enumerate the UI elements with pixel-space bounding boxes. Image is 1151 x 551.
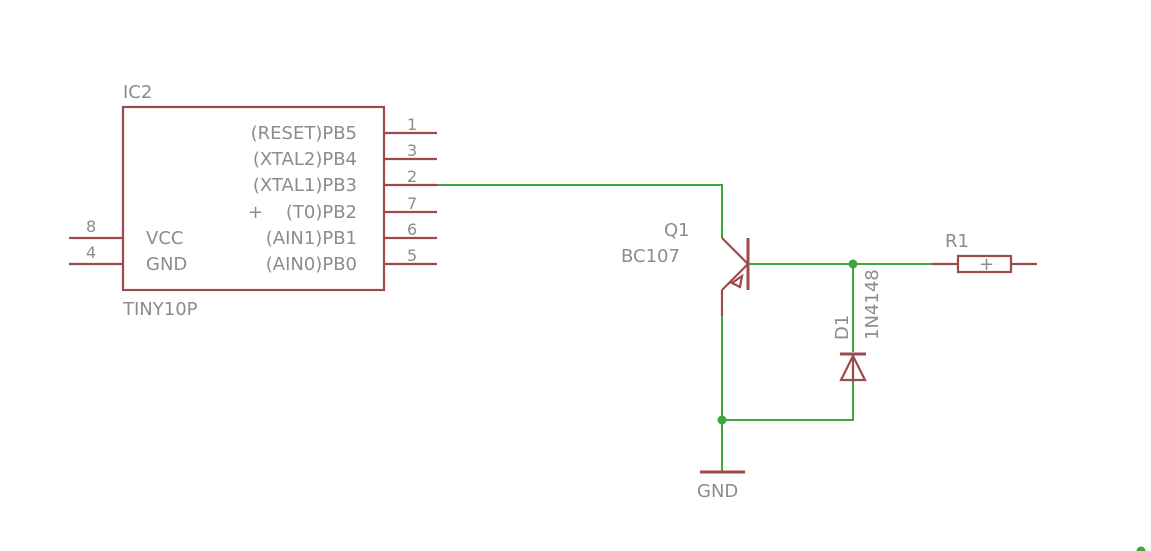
wires <box>437 184 932 472</box>
transistor-name: Q1 <box>664 220 690 241</box>
pin-number: 8 <box>86 217 96 236</box>
diode-name: D1 <box>832 315 853 340</box>
transistor-lead-upper <box>721 237 749 265</box>
gnd-label: GND <box>697 481 738 502</box>
diode-d1[interactable]: D1 1N4148 <box>832 269 883 382</box>
pin-label: (RESET)PB5 <box>251 123 357 144</box>
ic-origin-mark: + <box>248 202 263 223</box>
ic-name: IC2 <box>123 82 152 103</box>
transistor-arrow <box>729 273 744 289</box>
transistor-lead-lower <box>721 263 749 291</box>
ic-pin-pb5[interactable]: (RESET)PB5 1 <box>251 115 437 144</box>
pin-label: (XTAL1)PB3 <box>253 175 357 196</box>
wire-diode-to-gnd[interactable] <box>722 382 854 421</box>
ic-pin-pb2[interactable]: (T0)PB2 7 <box>286 194 437 223</box>
pin-label: (AIN1)PB1 <box>266 228 357 249</box>
ic-body <box>121 105 386 292</box>
pin-number: 4 <box>86 243 96 262</box>
transistor-value: BC107 <box>621 246 680 267</box>
gnd-symbol[interactable]: GND <box>697 470 745 502</box>
ic-value: TINY10P <box>122 299 198 320</box>
ic-pin-pb4[interactable]: (XTAL2)PB4 3 <box>253 141 437 170</box>
resistor-name: R1 <box>945 231 969 252</box>
ic-pin-pb1[interactable]: (AIN1)PB1 6 <box>266 220 437 249</box>
pin-label: (XTAL2)PB4 <box>253 149 357 170</box>
ic-pin-vcc[interactable]: VCC 8 <box>69 217 183 249</box>
pin-number: 3 <box>407 141 417 160</box>
pin-number: 6 <box>407 220 417 239</box>
diode-value: 1N4148 <box>862 269 883 340</box>
transistor-q1[interactable]: Q1 BC107 <box>621 220 750 316</box>
resistor-origin-mark: + <box>979 254 994 275</box>
pin-number: 1 <box>407 115 417 134</box>
ic-pin-pb0[interactable]: (AIN0)PB0 5 <box>266 246 437 275</box>
pin-number: 5 <box>407 246 417 265</box>
junction-dot <box>848 259 858 269</box>
pin-number: 2 <box>407 167 417 186</box>
ic-pin-pb3[interactable]: (XTAL1)PB3 2 <box>253 167 437 196</box>
wire-pb3-to-base[interactable] <box>437 184 723 238</box>
pin-label: (T0)PB2 <box>286 202 357 223</box>
resistor-r1[interactable]: R1 + <box>932 231 1037 275</box>
pin-label: GND <box>146 254 187 275</box>
ic-pin-gnd[interactable]: GND 4 <box>69 243 187 275</box>
ic-tiny10p[interactable]: IC2 TINY10P (RESET)PB5 1 (XTAL2)PB4 3 (X… <box>69 82 437 320</box>
junction-dot <box>717 415 727 425</box>
pin-number: 7 <box>407 194 417 213</box>
pin-label: (AIN0)PB0 <box>266 254 357 275</box>
pin-label: VCC <box>146 228 183 249</box>
junction-dot <box>1136 546 1146 551</box>
